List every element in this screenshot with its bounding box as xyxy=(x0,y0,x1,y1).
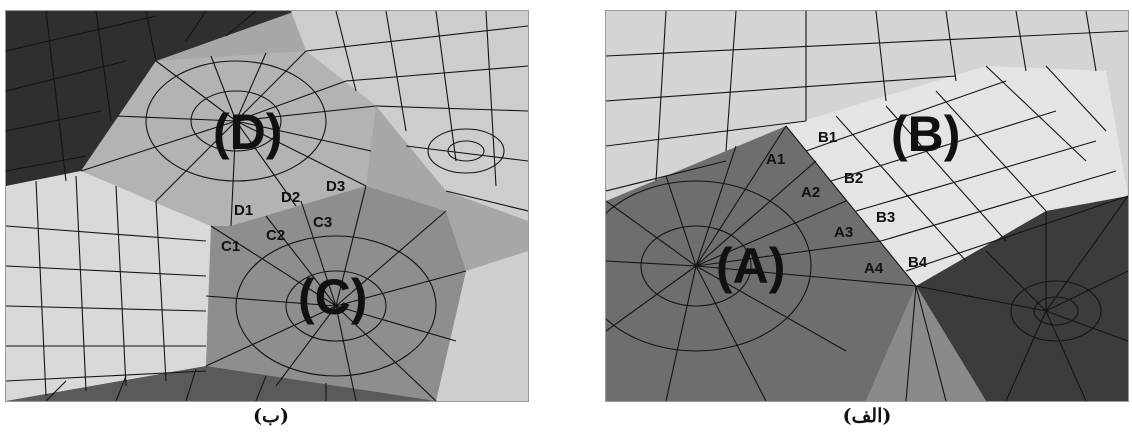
region-label-d: (D) xyxy=(213,104,282,160)
region-light-right xyxy=(436,251,528,401)
region-light-left xyxy=(6,171,211,401)
element-label-b2: B2 xyxy=(844,170,863,187)
region-mid-bottom xyxy=(866,286,986,401)
mesh-image-b: (D) (C) D1 D2 D3 C1 C2 C3 xyxy=(6,11,528,401)
element-label-d1: D1 xyxy=(234,202,253,219)
labels-b: (D) (C) D1 D2 D3 C1 C2 C3 xyxy=(213,104,367,325)
element-label-c3: C3 xyxy=(313,214,332,231)
element-label-c1: C1 xyxy=(221,238,240,255)
mesh-lines-b xyxy=(6,11,528,401)
mesh-panel-b: (D) (C) D1 D2 D3 C1 C2 C3 xyxy=(5,10,529,402)
labels-a: (A) (B) A1 A2 A3 A4 B1 B2 B3 B4 xyxy=(716,106,960,294)
caption-alef: (الف) xyxy=(842,405,892,427)
region-label-a: (A) xyxy=(716,238,785,294)
region-c xyxy=(206,186,466,401)
element-label-a2: A2 xyxy=(801,184,820,201)
mesh-lines-a xyxy=(606,11,1128,401)
element-label-b3: B3 xyxy=(876,209,895,226)
element-label-b4: B4 xyxy=(908,254,928,271)
region-light-top-right xyxy=(291,11,528,221)
caption-b: (ب) xyxy=(253,405,289,427)
region-label-c: (C) xyxy=(298,269,367,325)
element-label-a4: A4 xyxy=(864,260,884,277)
mesh-image-a: (A) (B) A1 A2 A3 A4 B1 B2 B3 B4 xyxy=(606,11,1128,401)
element-label-c2: C2 xyxy=(266,227,285,244)
element-label-a1: A1 xyxy=(766,151,785,168)
region-dark-top-left xyxy=(6,11,296,186)
mesh-panel-a: (A) (B) A1 A2 A3 A4 B1 B2 B3 B4 xyxy=(605,10,1129,402)
element-label-d3: D3 xyxy=(326,178,345,195)
region-dark-right xyxy=(916,196,1128,401)
element-label-d2: D2 xyxy=(281,189,300,206)
region-dark-bottom xyxy=(6,366,436,401)
element-label-a3: A3 xyxy=(834,224,853,241)
element-label-b1: B1 xyxy=(818,129,837,146)
region-label-b: (B) xyxy=(891,106,960,162)
region-a xyxy=(606,126,916,401)
